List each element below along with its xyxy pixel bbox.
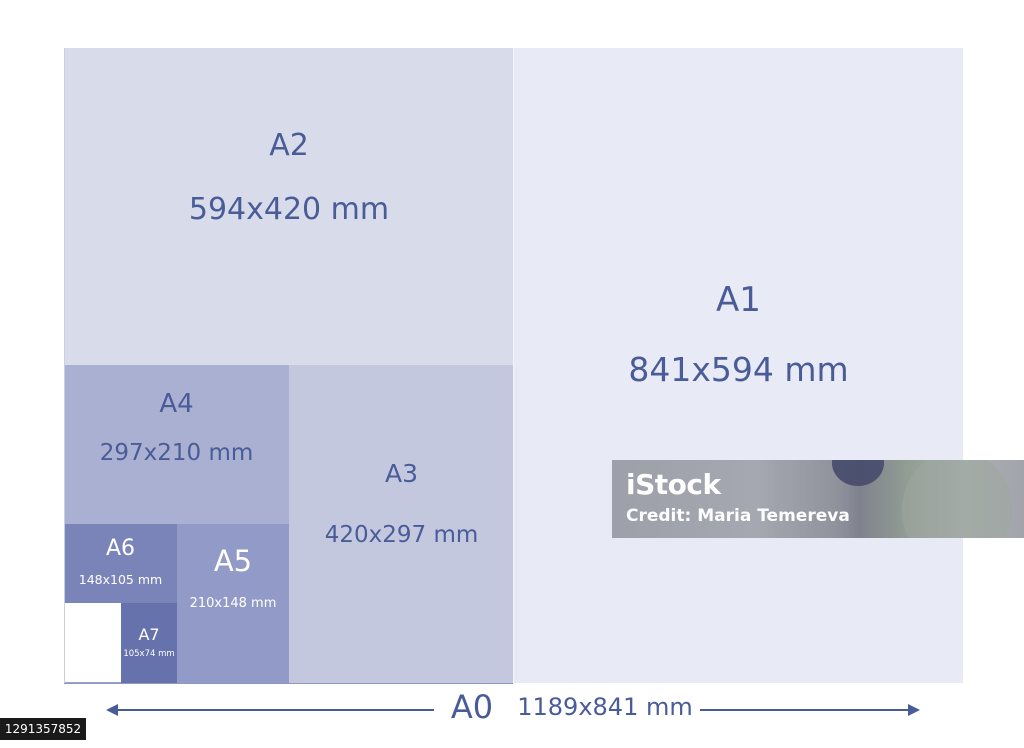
sheet-a0-name: A0 xyxy=(450,688,494,726)
dimension-line-left xyxy=(112,709,434,711)
stock-id-label: 1291357852 xyxy=(0,718,86,740)
sheet-a5-name: A5 xyxy=(213,544,253,578)
sheet-a6-name: A6 xyxy=(105,536,136,561)
sheet-a4: A4 297x210 mm xyxy=(64,365,289,524)
watermark-shape xyxy=(832,460,884,486)
a0-center-divider xyxy=(513,48,514,684)
watermark-credit: Credit: Maria Temereva xyxy=(626,506,850,526)
sheet-a5-dimensions: 210x148 mm xyxy=(189,596,277,611)
dimension-line-right xyxy=(700,709,910,711)
sheet-a6-dimensions: 148x105 mm xyxy=(78,572,163,587)
a0-bottom-edge xyxy=(64,683,514,684)
sheet-a8-blank xyxy=(64,603,121,683)
sheet-a4-dimensions: 297x210 mm xyxy=(99,440,254,466)
sheet-a5: A5 210x148 mm xyxy=(177,524,289,683)
sheet-a7-name: A7 xyxy=(138,625,160,644)
sheet-a0-dimensions: 1189x841 mm xyxy=(517,693,693,721)
watermark-logo: iStock xyxy=(626,468,721,501)
sheet-a3-name: A3 xyxy=(384,459,418,488)
sheet-a4-name: A4 xyxy=(159,389,194,419)
sheet-a2: A2 594x420 mm xyxy=(64,48,514,365)
sheet-a3: A3 420x297 mm xyxy=(289,365,514,683)
sheet-a7-dimensions: 105x74 mm xyxy=(123,649,175,659)
watermark-shape xyxy=(902,460,1012,538)
sheet-a6: A6 148x105 mm xyxy=(64,524,177,603)
watermark-banner: iStock Credit: Maria Temereva xyxy=(612,460,1024,538)
sheet-a1: A1 841x594 mm xyxy=(514,48,963,683)
sheet-a2-name: A2 xyxy=(269,128,309,163)
a0-left-edge xyxy=(64,48,65,684)
sheet-a7: A7 105x74 mm xyxy=(121,603,177,683)
sheet-a3-dimensions: 420x297 mm xyxy=(324,522,479,548)
sheet-a1-dimensions: 841x594 mm xyxy=(628,350,849,389)
sheet-a1-name: A1 xyxy=(716,280,761,320)
sheet-a2-dimensions: 594x420 mm xyxy=(188,192,390,227)
arrow-right-icon xyxy=(908,704,920,716)
